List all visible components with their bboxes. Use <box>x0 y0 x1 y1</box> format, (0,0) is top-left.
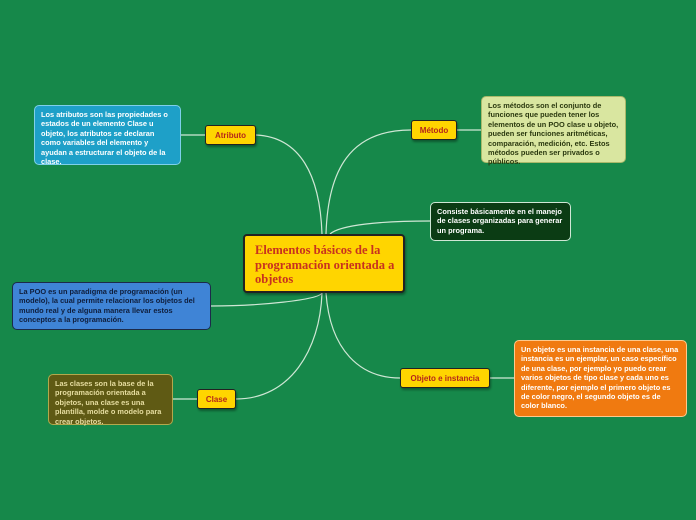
objeto-text: Un objeto es una instancia de una clase,… <box>521 345 679 411</box>
manejo-note-card[interactable]: Consiste básicamente en el manejo de cla… <box>430 202 571 241</box>
objeto-label: Objeto e instancia <box>410 373 480 383</box>
metodo-description-card[interactable]: Los métodos son el conjunto de funciones… <box>481 96 626 167</box>
clase-description-card[interactable]: Las clases son la base de la programació… <box>48 374 173 426</box>
connector-manejo <box>329 220 431 235</box>
poo-note-card[interactable]: La POO es un paradigma de programación (… <box>12 282 211 330</box>
central-topic-title: Elementos básicos de la programación ori… <box>255 243 395 286</box>
clase-text: Las clases son la base de la programació… <box>55 379 162 426</box>
central-topic[interactable]: Elementos básicos de la programación ori… <box>243 234 405 293</box>
manejo-text: Consiste básicamente en el manejo de cla… <box>437 207 563 235</box>
objeto-node[interactable]: Objeto e instancia <box>400 368 490 388</box>
metodo-node[interactable]: Método <box>411 120 457 140</box>
poo-text: La POO es un paradigma de programación (… <box>19 287 195 325</box>
clase-node[interactable]: Clase <box>197 389 236 409</box>
connector-clase <box>235 292 323 400</box>
atributo-label: Atributo <box>214 130 247 140</box>
objeto-description-card[interactable]: Un objeto es una instancia de una clase,… <box>514 340 687 417</box>
connector-poo <box>210 292 323 307</box>
connector-atributo <box>255 134 323 235</box>
atributo-description-card[interactable]: Los atributos son las propiedades o esta… <box>34 105 181 167</box>
atributo-text: Los atributos son las propiedades o esta… <box>41 110 168 167</box>
metodo-text: Los métodos son el conjunto de funciones… <box>488 101 619 167</box>
connector-objeto <box>325 292 401 379</box>
metodo-label: Método <box>419 125 449 135</box>
atributo-node[interactable]: Atributo <box>205 125 256 145</box>
connector-metodo <box>325 129 412 235</box>
clase-label: Clase <box>205 394 228 404</box>
